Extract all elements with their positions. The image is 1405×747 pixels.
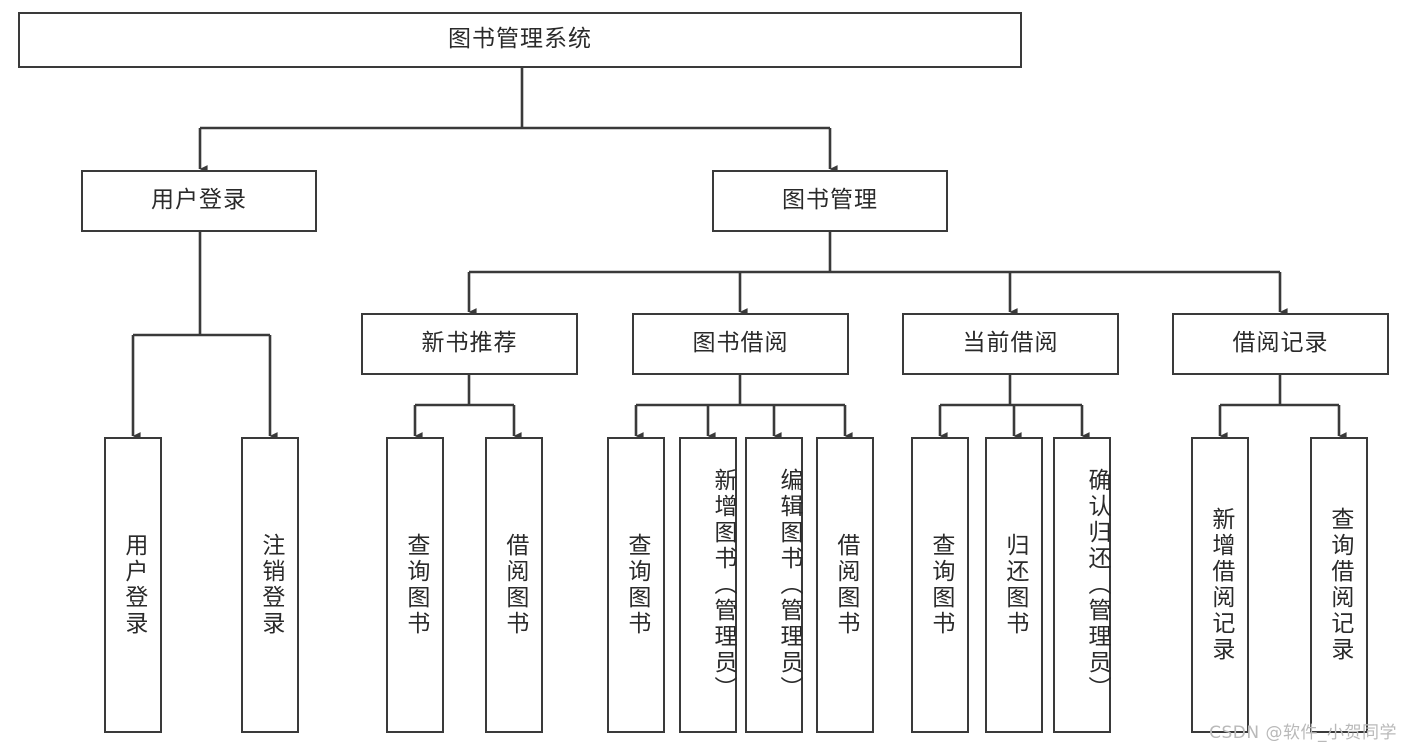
node-label-leaf-edit-book-admin: 编辑图书（管理员） [776, 468, 802, 702]
node-user-login[interactable]: 用户登录 [81, 170, 317, 232]
node-label-leaf-user-login: 用户登录 [120, 533, 147, 637]
csdn-watermark: CSDN @软件_小贺同学 [1209, 723, 1397, 743]
node-label-leaf-add-book-admin: 新增图书（管理员） [710, 468, 736, 702]
node-label-leaf-borrow-book: 借阅图书 [832, 533, 859, 637]
node-label-leaf-borrow-book-recommend: 借阅图书 [501, 533, 528, 637]
node-leaf-query-book-current[interactable]: 查询图书 [911, 437, 969, 733]
node-label-borrow-record: 借阅记录 [1232, 330, 1329, 357]
node-label-new-book-recommend: 新书推荐 [421, 330, 518, 357]
node-leaf-borrow-book[interactable]: 借阅图书 [816, 437, 874, 733]
node-leaf-edit-book-admin[interactable]: 编辑图书（管理员） [745, 437, 803, 733]
node-label-current-borrow: 当前借阅 [962, 330, 1059, 357]
node-label-leaf-query-borrow-record: 查询借阅记录 [1326, 507, 1353, 663]
node-label-leaf-return-book: 归还图书 [1001, 533, 1028, 637]
node-leaf-return-book[interactable]: 归还图书 [985, 437, 1043, 733]
node-leaf-user-login[interactable]: 用户登录 [104, 437, 162, 733]
node-leaf-query-borrow-record[interactable]: 查询借阅记录 [1310, 437, 1368, 733]
node-borrow-record[interactable]: 借阅记录 [1172, 313, 1389, 375]
node-leaf-logout[interactable]: 注销登录 [241, 437, 299, 733]
node-book-management[interactable]: 图书管理 [712, 170, 948, 232]
node-leaf-query-book-borrow[interactable]: 查询图书 [607, 437, 665, 733]
node-label-leaf-query-book-borrow: 查询图书 [623, 533, 650, 637]
node-leaf-add-book-admin[interactable]: 新增图书（管理员） [679, 437, 737, 733]
node-label-leaf-query-book-recommend: 查询图书 [402, 533, 429, 637]
node-root[interactable]: 图书管理系统 [18, 12, 1022, 68]
node-book-borrow[interactable]: 图书借阅 [632, 313, 849, 375]
edges-group [131, 68, 1347, 440]
node-label-leaf-confirm-return-admin: 确认归还（管理员） [1084, 468, 1110, 702]
node-leaf-confirm-return-admin[interactable]: 确认归还（管理员） [1053, 437, 1111, 733]
node-label-leaf-query-book-current: 查询图书 [927, 533, 954, 637]
node-label-leaf-logout: 注销登录 [257, 533, 284, 637]
node-leaf-add-borrow-record[interactable]: 新增借阅记录 [1191, 437, 1249, 733]
node-leaf-query-book-recommend[interactable]: 查询图书 [386, 437, 444, 733]
node-current-borrow[interactable]: 当前借阅 [902, 313, 1119, 375]
node-label-book-management: 图书管理 [782, 187, 878, 214]
node-new-book-recommend[interactable]: 新书推荐 [361, 313, 578, 375]
node-label-root: 图书管理系统 [448, 26, 592, 53]
node-label-book-borrow: 图书借阅 [692, 330, 789, 357]
node-leaf-borrow-book-recommend[interactable]: 借阅图书 [485, 437, 543, 733]
node-label-leaf-add-borrow-record: 新增借阅记录 [1207, 507, 1234, 663]
node-label-user-login: 用户登录 [151, 187, 247, 214]
